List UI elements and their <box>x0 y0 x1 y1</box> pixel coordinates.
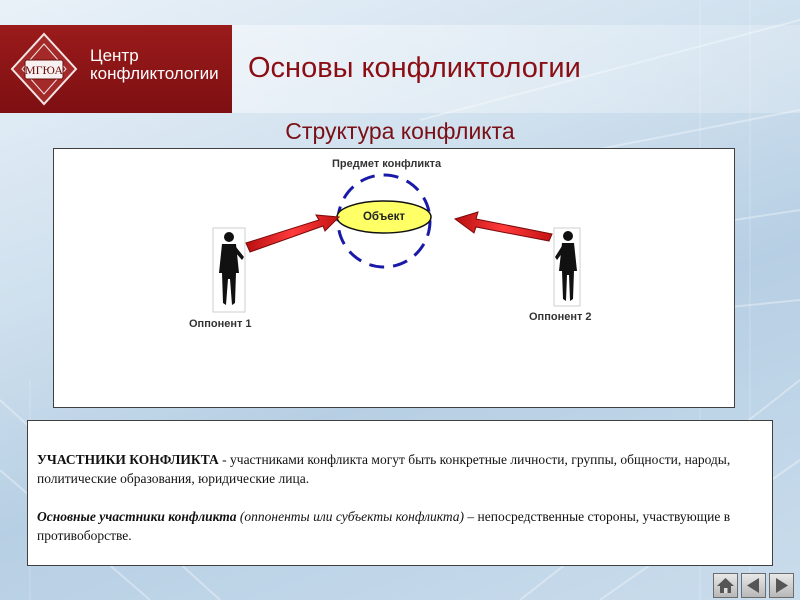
mgua-emblem-icon: МГЮА <box>10 32 78 106</box>
arrow-opponent1-to-object <box>245 214 341 253</box>
opponent2-figure-icon <box>553 227 581 307</box>
logo-text: Центр конфликтологии <box>90 47 219 83</box>
opponent1-label: Оппонент 1 <box>189 318 252 330</box>
opponent1-figure-icon <box>212 227 246 313</box>
object-label: Объект <box>362 211 406 223</box>
participants-text-panel: УЧАСТНИКИ КОНФЛИКТА - участниками конфли… <box>27 420 773 566</box>
main-participants-definition: – непосредственные стороны, участвующие … <box>37 509 731 543</box>
participants-term: УЧАСТНИКИ КОНФЛИКТА <box>37 452 219 467</box>
logo-line-1: Центр <box>90 46 139 65</box>
home-button[interactable] <box>713 573 738 598</box>
page-title: Основы конфликтологии <box>248 52 581 84</box>
conflict-structure-diagram: Предмет конфликта Объект Оппонент 1 Оппо… <box>53 148 735 408</box>
arrow-opponent2-to-object <box>453 211 553 242</box>
arrow-left-icon <box>747 578 759 593</box>
arrow-right-icon <box>776 578 788 593</box>
participants-definition: - участниками конфликта могут быть конкр… <box>37 452 731 486</box>
participants-paragraph: УЧАСТНИКИ КОНФЛИКТА - участниками конфли… <box>37 450 762 488</box>
main-participants-paragraph: Основные участники конфликта (оппоненты … <box>37 507 762 545</box>
emblem-text: МГЮА <box>25 63 63 77</box>
main-participants-parenthetical: (оппоненты или субъекты конфликта) <box>236 509 465 524</box>
subject-label: Предмет конфликта <box>332 158 442 170</box>
main-participants-term: Основные участники конфликта <box>37 509 237 524</box>
opponent2-label: Оппонент 2 <box>529 311 592 323</box>
logo-block: МГЮА Центр конфликтологии <box>0 25 232 113</box>
slide-subtitle: Структура конфликта <box>285 118 515 144</box>
prev-slide-button[interactable] <box>741 573 766 598</box>
home-icon <box>717 578 734 593</box>
next-slide-button[interactable] <box>769 573 794 598</box>
logo-line-2: конфликтологии <box>90 64 219 83</box>
